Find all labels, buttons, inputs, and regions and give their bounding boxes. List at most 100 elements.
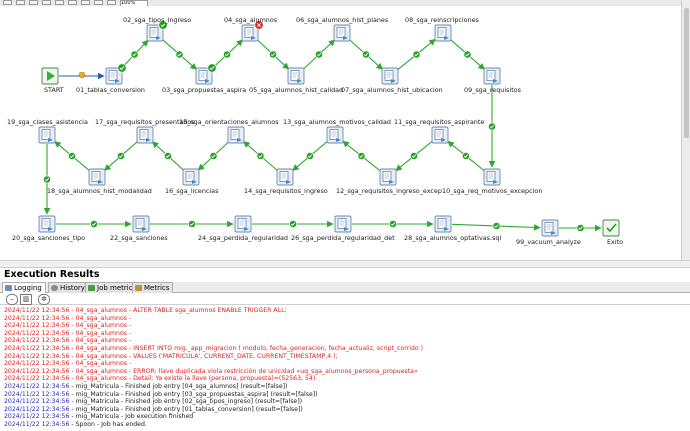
job-entry-n26[interactable]: 26_sga_perdida_regularidad_det — [291, 215, 395, 242]
debug-icon[interactable] — [55, 0, 64, 5]
document-shape — [135, 218, 145, 229]
panel-divider[interactable] — [0, 260, 690, 268]
job-entry-n18[interactable]: 18_sga_alumnos_hist_modalidad — [47, 168, 152, 195]
log-message: - 04_sga_alumnos - ERROR: llave duplicad… — [69, 367, 418, 375]
job-entry-n20[interactable]: 20_sga_sanciones_tipo — [12, 215, 85, 242]
log-output[interactable]: 2024/11/22 12:34:56 - 04_sga_alumnos - A… — [4, 307, 690, 431]
document-lines — [281, 173, 287, 179]
tab-metrics[interactable]: Metrics — [132, 282, 174, 293]
clear-log-icon[interactable]: ▥ — [20, 294, 32, 305]
job-entry-label: 08_sga_reinscripciones — [405, 16, 480, 24]
document-lines — [200, 72, 206, 78]
job-entry-exito[interactable]: Exito — [602, 219, 623, 246]
log-message: - 04_sga_alumnos - — [69, 322, 132, 330]
document-shape — [41, 218, 51, 229]
document-lines — [384, 173, 390, 179]
tab-history[interactable]: History — [48, 282, 89, 293]
log-line: 2024/11/22 12:34:56 - 04_sga_alumnos - — [4, 315, 690, 323]
job-entry-n19[interactable]: 19_sga_clases_asistencia — [7, 118, 88, 144]
job-entry-n13[interactable]: 13_sga_alumnos_motivos_calidad — [283, 118, 391, 144]
job-entry-label: 18_sga_alumnos_hist_modalidad — [47, 187, 152, 195]
log-timestamp: 2024/11/22 12:34:56 — [4, 398, 70, 406]
log-settings-icon[interactable]: ✲ — [38, 294, 50, 305]
job-entry-n24[interactable]: 24_sga_perdida_regularidad — [198, 215, 288, 242]
job-entry-n22[interactable]: 22_sga_sanciones — [110, 215, 168, 242]
job-canvas[interactable]: START 01_tablas_conversion 02_sga_tipos_in… — [0, 6, 681, 260]
run-icon[interactable] — [3, 0, 12, 5]
job-entry-n04[interactable]: 04_sga_alumnos — [224, 16, 278, 42]
run-arrow — [551, 231, 556, 235]
job-entry-n06[interactable]: 06_sga_alumnos_hist_planes — [296, 16, 389, 42]
job-entry-n02[interactable]: 02_sga_tipos_ingreso — [123, 16, 191, 42]
job-entry-n16[interactable]: 16_sga_licencias — [165, 168, 219, 195]
hop-check-mark — [359, 154, 364, 158]
job-entry-n07[interactable]: 07_sga_alumnos_hist_ubicacion — [341, 67, 443, 94]
job-entry-n05[interactable]: 05_sga_alumnos_hist_calidad — [249, 67, 343, 94]
document-shape — [384, 70, 394, 81]
tab-logging[interactable]: Logging — [2, 282, 46, 293]
stop-icon[interactable] — [29, 0, 38, 5]
run-arrow — [244, 227, 249, 231]
vertical-scrollbar[interactable] — [681, 0, 690, 262]
log-line: 2024/11/22 12:34:56 - 04_sga_alumnos - A… — [4, 307, 690, 315]
log-toolbar: – ▥ ✲ — [0, 293, 690, 305]
log-line: 2024/11/22 12:34:56 - 04_sga_alumnos - — [4, 360, 690, 368]
log-timestamp: 2024/11/22 12:34:56 — [4, 375, 70, 383]
sql-icon[interactable] — [107, 0, 116, 5]
log-line: 2024/11/22 12:34:56 - 04_sga_alumnos - E… — [4, 368, 690, 376]
run-arrow — [142, 227, 147, 231]
pause-icon[interactable] — [16, 0, 25, 5]
play-triangle — [47, 71, 55, 81]
hop-check-mark — [316, 52, 322, 57]
run-arrow — [115, 79, 120, 83]
job-entry-n10[interactable]: 10_sga_req_motivos_excepcion — [442, 168, 542, 195]
job-entry-n01[interactable]: 01_tablas_conversion — [76, 63, 145, 94]
job-entry-n14[interactable]: 14_sga_requisitos_ingreso — [244, 168, 328, 195]
job-entry-start[interactable]: START — [41, 67, 64, 94]
job-entry-label: 22_sga_sanciones — [110, 234, 168, 242]
document-shape — [486, 171, 496, 182]
stop-log-icon[interactable]: – — [6, 294, 18, 305]
job-entry-n09[interactable]: 09_sga_requisitos — [464, 67, 522, 94]
log-message: - 04_sga_alumnos - — [69, 314, 132, 322]
job-metrics-icon — [88, 285, 95, 291]
job-entry-n11[interactable]: 11_sga_requisitos_aspirante — [394, 118, 484, 144]
job-entry-n15[interactable]: 15_sga_orientaciones_alumnos — [179, 118, 279, 144]
document-lines — [488, 72, 494, 78]
document-shape — [279, 171, 289, 182]
log-line: 2024/11/22 12:34:56 - 04_sga_alumnos - — [4, 322, 690, 330]
job-entry-label: 17_sga_requisitos_presentados — [95, 118, 195, 126]
document-shape — [337, 218, 347, 229]
status-ok-mark — [160, 23, 166, 28]
document-shape — [336, 27, 346, 38]
document-lines — [488, 173, 494, 179]
document-lines — [232, 131, 238, 137]
log-timestamp: 2024/11/22 12:34:56 — [4, 420, 70, 428]
log-message: - mig_Matricula - Finished job entry [03… — [69, 390, 318, 398]
document-lines — [239, 220, 245, 226]
preview-icon[interactable] — [42, 0, 51, 5]
replay-icon[interactable] — [68, 0, 77, 5]
job-entry-n99[interactable]: 99_vacuum_analyze — [516, 219, 581, 246]
run-arrow — [493, 180, 498, 184]
document-shape — [382, 171, 392, 182]
verify-icon[interactable] — [81, 0, 90, 5]
job-entry-n28[interactable]: 28_sga_alumnos_optativas.sql — [404, 215, 501, 242]
hop-check-mark — [494, 224, 499, 228]
hop-check-mark — [69, 154, 75, 158]
job-entry-n17[interactable]: 17_sga_requisitos_presentados — [95, 118, 195, 144]
hop-check-mark — [132, 52, 137, 57]
log-line: 2024/11/22 12:34:56 - 04_sga_alumnos - V… — [4, 353, 690, 361]
job-entry-n08[interactable]: 08_sga_reinscripciones — [405, 16, 480, 42]
analyze-icon[interactable] — [94, 0, 103, 5]
job-entry-n03[interactable]: 03_sga_propuestas_aspira — [162, 63, 246, 94]
log-timestamp: 2024/11/22 12:34:56 — [4, 329, 70, 337]
document-lines — [151, 29, 157, 35]
hop-check-mark — [118, 154, 124, 158]
hop-check-mark — [177, 52, 182, 57]
hop-check-mark — [411, 154, 417, 158]
scroll-thumb[interactable] — [684, 8, 689, 138]
job-entry-n12[interactable]: 12_sga_requisitos_ingreso_excep — [336, 168, 442, 195]
run-arrow — [156, 36, 161, 40]
log-timestamp: 2024/11/22 12:34:56 — [4, 390, 70, 398]
